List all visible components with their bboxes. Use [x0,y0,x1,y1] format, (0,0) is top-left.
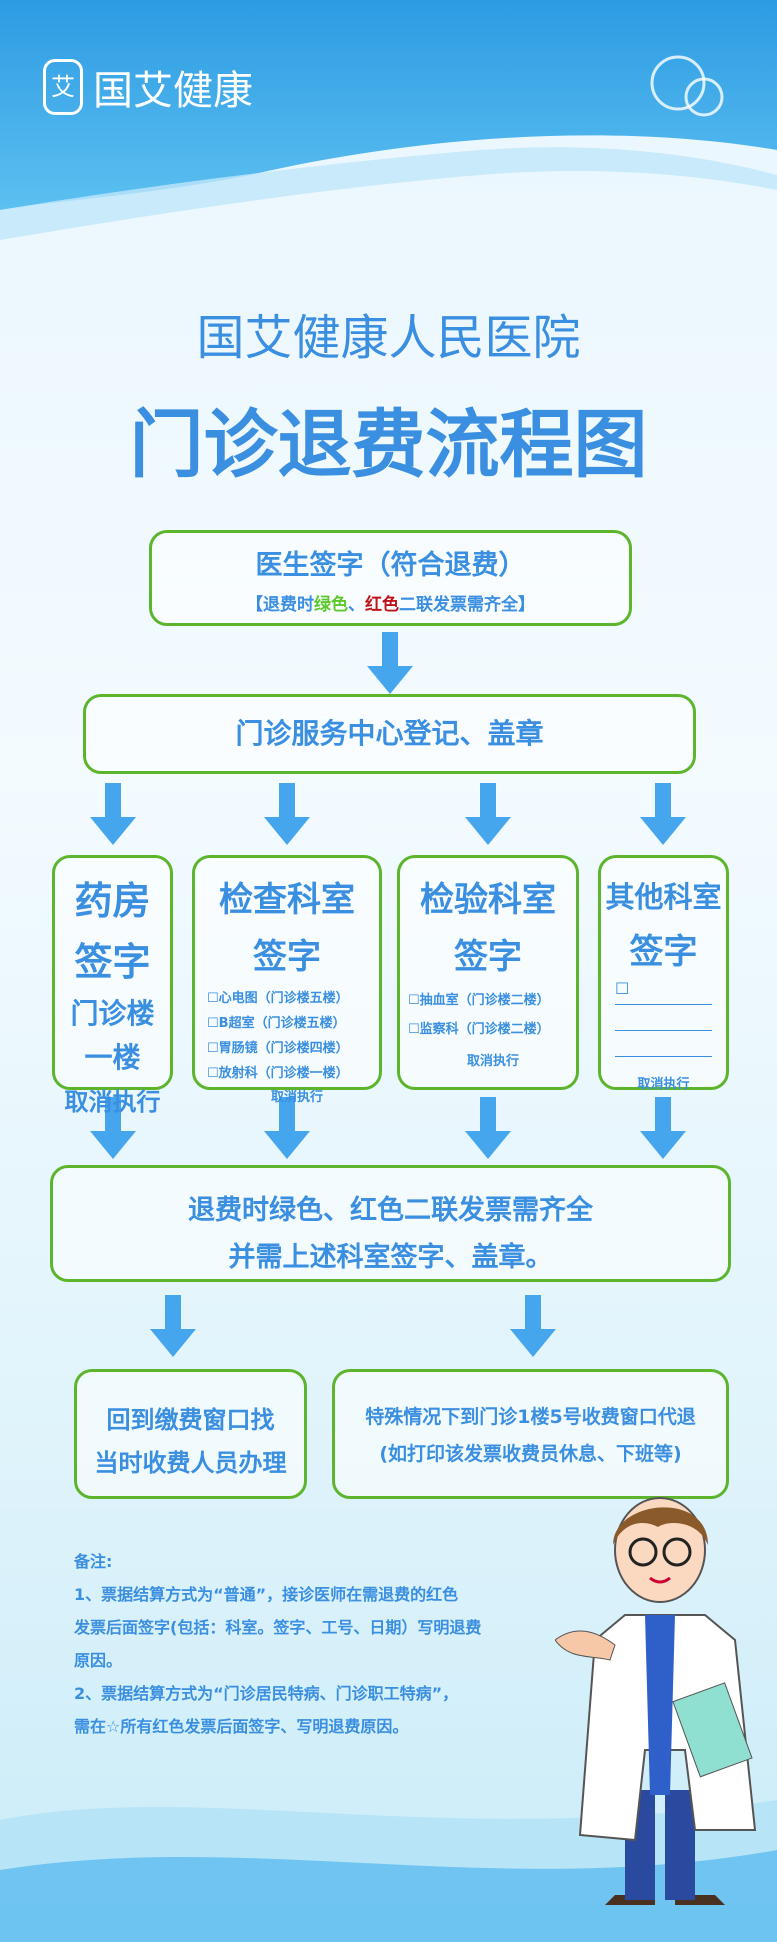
flow-arrow-icon [367,632,413,694]
step-service-center: 门诊服务中心登记、盖章 [83,694,696,774]
fill-line[interactable] [615,1031,712,1057]
dept-lab: 检验科室 签字 ☐抽血室（门诊楼二楼） ☐监察科（门诊楼二楼） 取消执行 [397,855,579,1090]
dept-checkbox-item[interactable]: ☐B超室（门诊楼五楼） [207,1016,346,1031]
dept-exam: 检查科室 签字 ☐心电图（门诊楼五楼） ☐B超室（门诊楼五楼） ☐胃肠镜（门诊楼… [192,855,382,1105]
dept-line: 门诊楼 [70,997,155,1030]
step-return-window: 回到缴费窗口找 当时收费人员办理 [74,1369,307,1499]
note-red: 红色 [365,595,399,615]
step-doctor-sign-title: 医生签字（符合退费） [255,550,526,581]
step4-left-line: 当时收费人员办理 [94,1449,287,1477]
dept-cancel: 取消执行 [466,1054,519,1069]
dept-title: 药房 [74,879,151,923]
notes-line: 需在☆所有红色发票后面签字、写明退费原因。 [74,1717,409,1736]
note-green: 绿色 [314,595,348,615]
dept-checkbox-item[interactable]: ☐胃肠镜（门诊楼四楼） [207,1041,349,1056]
note-suffix: 二联发票需齐全】 [399,595,535,615]
step3-line1: 退费时绿色、红色二联发票需齐全 [188,1195,593,1226]
step-doctor-sign: 医生签字（符合退费） 【退费时绿色、红色二联发票需齐全】 [149,530,632,626]
step4-left-line: 回到缴费窗口找 [106,1406,275,1434]
flow-arrow-icon [264,783,310,845]
logo-icon: 艾 [43,59,83,115]
flow-arrow-icon [640,783,686,845]
doctor-illustration [555,1497,757,1905]
notes-line: 发票后面签字(包括：科室。签字、工号、日期）写明退费 [74,1618,482,1637]
notes-line: 1、票据结算方式为“普通”，接诊医师在需退费的红色 [74,1585,459,1604]
rings-logo-icon [650,55,724,117]
brand-logo: 艾 国艾健康 [43,58,253,116]
dept-cancel: 取消执行 [64,1088,161,1116]
note-sep: 、 [348,595,365,615]
brand-name: 国艾健康 [93,68,253,114]
dept-sub: 签字 [454,937,522,977]
notes-title: 备注: [74,1552,113,1571]
header-wave-background [0,0,777,240]
flow-arrow-icon [150,1295,196,1357]
notes-line: 原因。 [74,1651,123,1670]
fill-line[interactable]: ☐ [615,979,712,1005]
step-special-window: 特殊情况下到门诊1楼5号收费窗口代退 (如打印该发票收费员休息、下班等) [332,1369,729,1499]
dept-cancel: 取消执行 [637,1077,690,1092]
step4-right-line: 特殊情况下到门诊1楼5号收费窗口代退 [365,1406,696,1428]
hospital-name: 国艾健康人民医院 [196,310,581,366]
dept-line: 一楼 [84,1041,141,1074]
dept-other: 其他科室 签字 ☐ 取消执行 [598,855,729,1092]
step-doctor-sign-note: 【退费时绿色、红色二联发票需齐全】 [152,590,629,615]
flow-arrow-icon [465,783,511,845]
dept-pharmacy: 药房 签字 门诊楼 一楼 取消执行 [52,855,173,1116]
dept-title: 其他科室 [605,880,722,914]
fill-line[interactable] [615,1005,712,1031]
flow-arrow-icon [465,1097,511,1159]
flow-arrow-icon [90,1097,136,1159]
step3-line2: 并需上述科室签字、盖章。 [228,1242,553,1273]
dept-title: 检查科室 [219,880,355,920]
dept-checkbox-item[interactable]: ☐放射科（门诊楼一楼） [207,1066,349,1081]
dept-cancel: 取消执行 [270,1090,323,1105]
notes: 备注: 1、票据结算方式为“普通”，接诊医师在需退费的红色 发票后面签字(包括：… [74,1545,481,1743]
step-service-center-title: 门诊服务中心登记、盖章 [235,717,544,750]
dept-checkbox-item[interactable]: ☐心电图（门诊楼五楼） [207,991,349,1006]
dept-sub: 签字 [253,937,321,977]
dept-checkbox-item[interactable]: ☐抽血室（门诊楼二楼） [408,993,550,1008]
step-invoice-requirement: 退费时绿色、红色二联发票需齐全 并需上述科室签字、盖章。 [50,1165,731,1282]
dept-title: 检验科室 [420,880,556,920]
dept-sub: 签字 [629,932,698,972]
note-prefix: 【退费时 [246,595,314,615]
flow-arrow-icon [90,783,136,845]
page-title: 门诊退费流程图 [129,402,648,488]
dept-sub: 签字 [74,940,151,984]
notes-line: 2、票据结算方式为“门诊居民特病、门诊职工特病”， [74,1684,459,1703]
dept-checkbox-item[interactable]: ☐监察科（门诊楼二楼） [408,1022,550,1037]
flow-arrow-icon [640,1097,686,1159]
flow-arrow-icon [510,1295,556,1357]
step4-right-line: (如打印该发票收费员休息、下班等) [379,1443,682,1465]
checkbox[interactable]: ☐ [615,979,630,998]
flow-arrow-icon [264,1097,310,1159]
